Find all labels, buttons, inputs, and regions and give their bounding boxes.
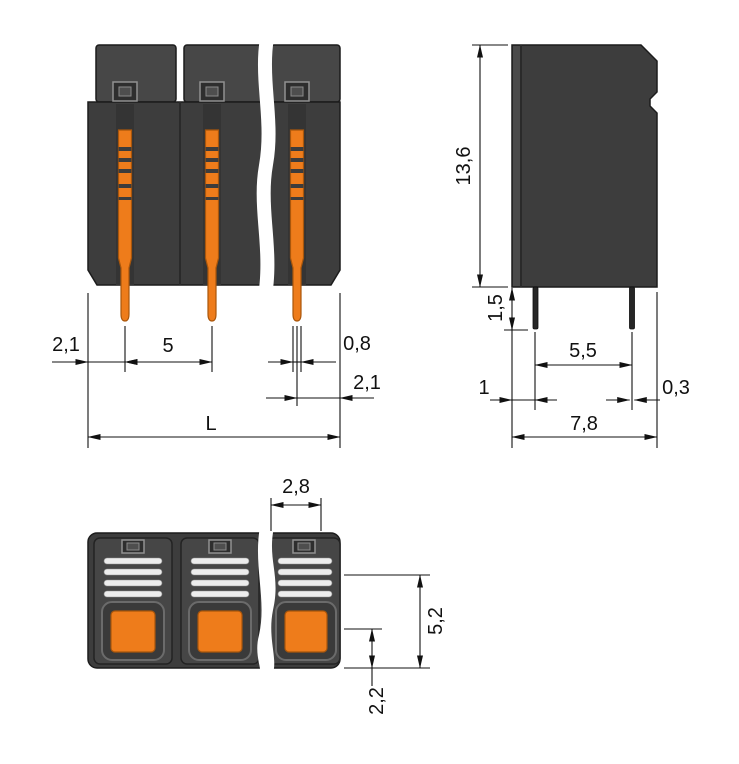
side-view bbox=[472, 44, 660, 448]
front-dim-pitch: 5 bbox=[162, 335, 174, 357]
top-pole-1 bbox=[93, 537, 173, 665]
side-dim-height: 13,6 bbox=[453, 146, 475, 186]
top-pole-3 bbox=[267, 537, 341, 665]
front-dim-pin-width: 0,8 bbox=[343, 333, 371, 355]
front-dim-total-length: L bbox=[205, 413, 217, 435]
solder-pin-2 bbox=[204, 129, 220, 322]
top-dim-clamp-depth: 5,2 bbox=[425, 607, 447, 635]
top-dim-opening: 2,2 bbox=[366, 687, 388, 715]
side-dim-pin-length: 1,5 bbox=[485, 294, 507, 322]
top-pole-2 bbox=[180, 537, 260, 665]
break-line bbox=[257, 527, 276, 676]
side-dim-depth: 7,8 bbox=[570, 413, 598, 435]
side-dim-front-offset: 1 bbox=[478, 377, 490, 399]
side-dim-pin-spacing: 5,5 bbox=[569, 340, 597, 362]
side-housing bbox=[511, 44, 658, 288]
solder-pin-3 bbox=[289, 129, 305, 322]
top-view bbox=[87, 498, 430, 686]
top-dim-pole-width: 2,8 bbox=[282, 476, 310, 498]
side-dim-pin-thickness: 0,3 bbox=[662, 377, 690, 399]
front-dim-right-offset: 2,1 bbox=[353, 372, 381, 394]
front-dim-left-offset: 2,1 bbox=[52, 334, 80, 356]
break-line bbox=[256, 38, 276, 302]
solder-pin-1 bbox=[117, 129, 133, 322]
front-view bbox=[52, 38, 374, 448]
